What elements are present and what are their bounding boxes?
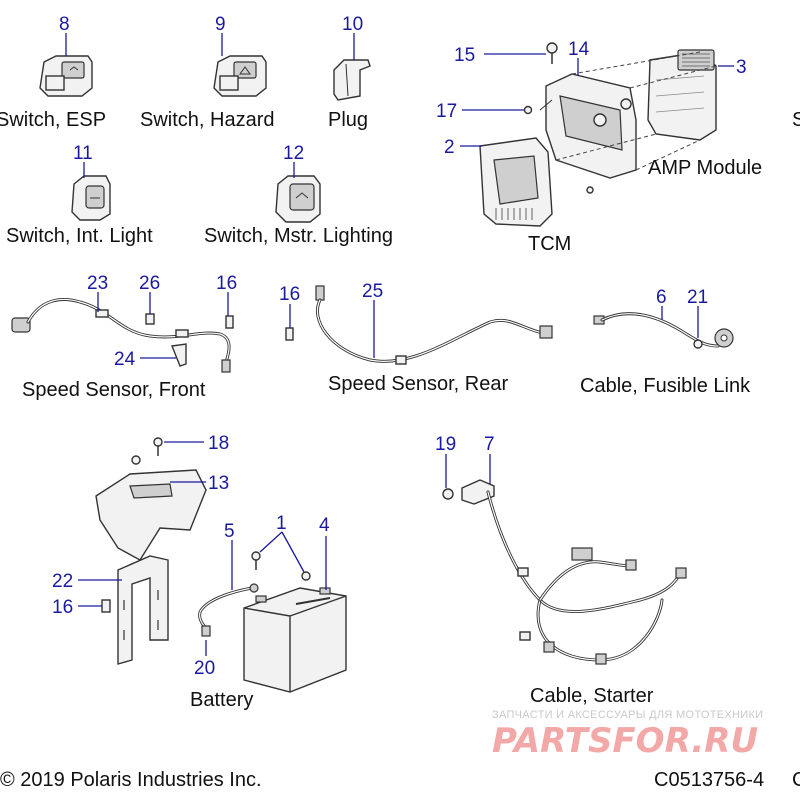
- callout-23: 23: [87, 273, 108, 294]
- callout-18: 18: [208, 433, 229, 454]
- bolts-1: [251, 551, 311, 581]
- battery-cable-5: [198, 583, 259, 637]
- label-cut-right-2: C: [792, 769, 800, 791]
- watermark-tagline: ЗАПЧАСТИ И АКСЕССУАРЫ ДЛЯ МОТОТЕХНИКИ: [492, 709, 763, 721]
- nut-19: [442, 488, 454, 500]
- callout-7: 7: [484, 434, 495, 455]
- cable-starter: [461, 479, 687, 665]
- tcm: [479, 137, 553, 227]
- callout-21: 21: [687, 287, 708, 308]
- callout-25: 25: [362, 281, 383, 302]
- bolt-26: [145, 313, 155, 325]
- label-cut-right-1: S: [792, 109, 800, 131]
- callout-8: 8: [59, 14, 70, 35]
- callout-12: 12: [283, 143, 304, 164]
- callout-4: 4: [319, 515, 330, 536]
- amp-bracket: [539, 73, 637, 179]
- callout-16-c: 16: [52, 597, 73, 618]
- label-cable-starter: Cable, Starter: [530, 685, 654, 707]
- switch-int-light: [71, 175, 111, 221]
- nut-21: [693, 339, 703, 349]
- bolt-18: [131, 437, 163, 465]
- label-switch-hazard: Switch, Hazard: [140, 109, 275, 131]
- battery-bracket: [117, 555, 169, 665]
- callout-1: 1: [276, 513, 287, 534]
- label-battery: Battery: [190, 689, 253, 711]
- callout-13: 13: [208, 473, 229, 494]
- watermark-brand: PARTSFOR.RU: [492, 721, 758, 761]
- callout-19: 19: [435, 434, 456, 455]
- callout-20: 20: [194, 658, 215, 679]
- callout-9: 9: [215, 14, 226, 35]
- label-plug: Plug: [328, 109, 368, 131]
- speed-sensor-front: [11, 298, 231, 373]
- switch-mstr-lighting: [275, 175, 321, 223]
- battery: [243, 587, 347, 693]
- callout-17: 17: [436, 101, 457, 122]
- callout-6: 6: [656, 287, 667, 308]
- callout-15: 15: [454, 45, 475, 66]
- callout-22: 22: [52, 571, 73, 592]
- callout-16-a: 16: [216, 273, 237, 294]
- label-speed-sensor-front: Speed Sensor, Front: [22, 379, 206, 401]
- label-tcm: TCM: [528, 233, 571, 255]
- label-switch-mstr-lighting: Switch, Mstr. Lighting: [204, 225, 393, 247]
- callout-16-b: 16: [279, 284, 300, 305]
- callout-14: 14: [568, 39, 590, 60]
- switch-esp: [39, 55, 93, 97]
- cable-fusible-link: [593, 312, 734, 348]
- copyright: © 2019 Polaris Industries Inc.: [0, 769, 262, 791]
- label-cable-fusible-link: Cable, Fusible Link: [580, 375, 751, 397]
- amp-module: [647, 49, 717, 141]
- speed-sensor-rear: [315, 285, 553, 365]
- callout-26: 26: [139, 273, 160, 294]
- plug: [333, 59, 371, 101]
- bracket-24: [171, 343, 187, 367]
- drawing-code: C0513756-4: [654, 769, 764, 791]
- label-speed-sensor-rear: Speed Sensor, Rear: [328, 373, 508, 395]
- switch-hazard: [213, 55, 267, 97]
- callout-3: 3: [736, 57, 747, 78]
- callout-5: 5: [224, 521, 235, 542]
- bolt-16b: [285, 327, 294, 341]
- bolt-16a: [225, 315, 234, 329]
- bolt-16c: [101, 599, 111, 613]
- callout-2: 2: [444, 137, 455, 158]
- callout-24: 24: [114, 349, 136, 370]
- label-switch-int-light: Switch, Int. Light: [6, 225, 153, 247]
- battery-cover: [95, 469, 207, 561]
- label-amp-module: AMP Module: [648, 157, 762, 179]
- callout-10: 10: [342, 14, 363, 35]
- bolt-15: [546, 42, 558, 64]
- label-switch-esp: Switch, ESP: [0, 109, 106, 131]
- callout-11: 11: [73, 143, 93, 164]
